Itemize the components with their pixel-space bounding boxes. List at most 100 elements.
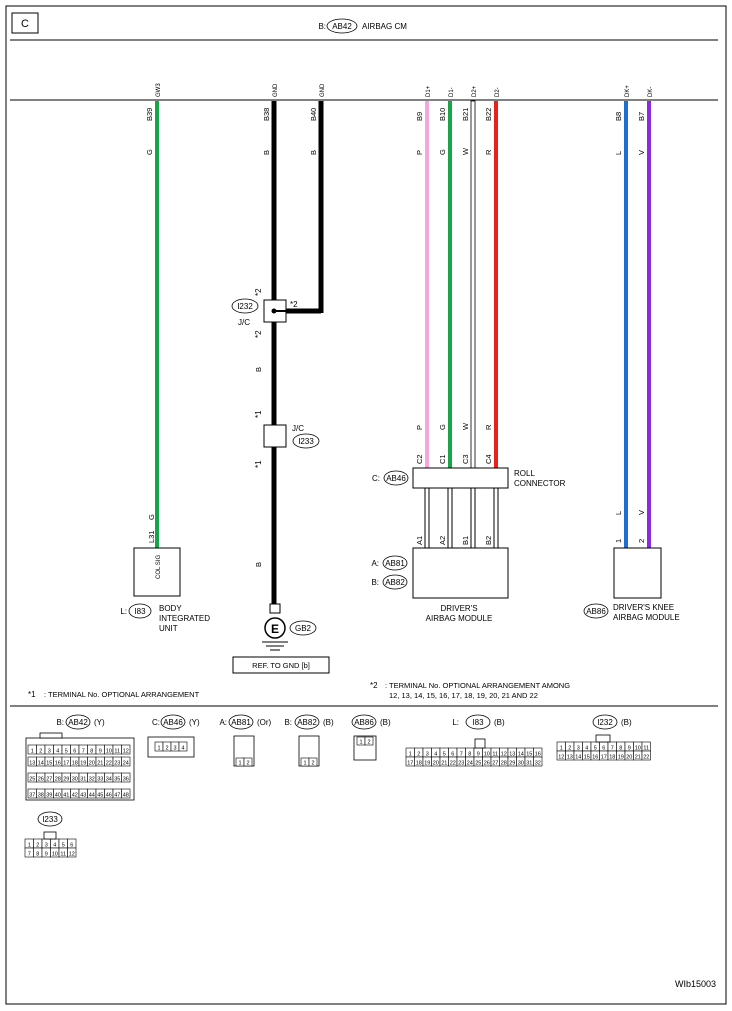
legend-i83-pin-number: 8: [468, 752, 471, 758]
legend-i232-pin-number: 10: [635, 746, 641, 752]
legend-i232-pin-number: 2: [568, 746, 571, 752]
jc-i233-box: [263, 424, 287, 448]
legend-i83-pin-number: 29: [509, 761, 515, 767]
legend-i233-pin-cell: [67, 847, 77, 858]
legend-i83-pin-number: 4: [434, 752, 437, 758]
legend-i232-color: (B): [621, 718, 632, 727]
legend-ab42-pin-cell: [121, 788, 131, 799]
wire-terminal-label: D1+: [426, 85, 432, 97]
legend-i83-pin-number: 13: [509, 752, 515, 758]
outer-frame: [5, 5, 727, 1005]
legend-ab42-pin-number: 10: [106, 749, 112, 755]
wire-pin-label: B21: [461, 108, 470, 121]
legend-i233-pin-number: 1: [28, 843, 31, 849]
legend-ab42-pin-number: 46: [106, 793, 112, 799]
legend-i232-pin-number: 19: [618, 755, 624, 761]
legend-i233-pin-number: 7: [28, 852, 31, 858]
legend-ab81-color: (Or): [257, 718, 272, 727]
body-unit-i83-oval: [128, 603, 152, 619]
legend-i232-pin-number: 14: [575, 755, 581, 761]
legend-ab42-pin-number: 33: [97, 777, 103, 783]
legend-ab82: AB82: [297, 718, 317, 727]
legend-i232-pin-number: 17: [601, 755, 607, 761]
legend-ab42-pin-number: 48: [123, 793, 129, 799]
legend-ab42-pin-number: 34: [106, 777, 112, 783]
legend-i232-pin-number: 18: [609, 755, 615, 761]
roll-top-pin: C3: [461, 454, 470, 464]
section-box: [11, 12, 39, 34]
legend-i83-pin-number: 15: [526, 752, 532, 758]
driver-airbag-ab82: AB82: [385, 578, 405, 587]
jc-i232-mark-top: *2: [254, 288, 263, 296]
header-connector: AB42: [332, 22, 352, 31]
body-unit-box-label: COL SIG: [156, 555, 162, 579]
note2-text: 12, 13, 14, 15, 16, 17, 18, 19, 20, 21 A…: [389, 691, 538, 700]
wire-pin-label: B38: [262, 108, 271, 121]
legend-ab46-oval: [160, 714, 186, 730]
legend-ab42-pin-number: 35: [114, 777, 120, 783]
section-label: C: [21, 18, 29, 30]
legend-i83-prefix: L:: [452, 718, 459, 727]
footer-code: WIb15003: [675, 979, 716, 989]
wire-color-label: B: [309, 150, 318, 155]
note2-mark: *2: [370, 681, 378, 690]
legend-ab82-pin-cell: [308, 757, 318, 767]
legend-ab42-pin-number: 47: [114, 793, 120, 799]
roll-connector-prefix: C:: [372, 474, 380, 483]
legend-ab81-pin-number: 1: [238, 761, 241, 767]
legend-i83-pin-cell: [533, 756, 543, 767]
wire-color-label: L: [614, 151, 623, 155]
legend-i232-pin-number: 20: [626, 755, 632, 761]
legend-ab81-pin-number: 2: [246, 761, 249, 767]
legend-ab42-pin-number: 15: [46, 761, 52, 767]
legend-ab42-pin-number: 39: [46, 793, 52, 799]
legend-ab82-pin-number: 1: [303, 761, 306, 767]
legend-ab86-pin-number: 1: [359, 740, 362, 746]
legend-ab82-oval: [294, 714, 320, 730]
legend-i232-pin-number: 11: [643, 746, 649, 752]
legend-ab42-pin-number: 1: [31, 749, 34, 755]
legend-ab42-pin-number: 23: [114, 761, 120, 767]
driver-airbag-prefix-a: A:: [371, 559, 379, 568]
legend-i232-pin-number: 1: [560, 746, 563, 752]
legend-ab42-pin-number: 36: [123, 777, 129, 783]
note2-text: : TERMINAL No. OPTIONAL ARRANGEMENT AMON…: [385, 681, 570, 690]
wire-terminal-label: D1-: [449, 87, 455, 97]
legend-ab42-latch: [39, 732, 63, 739]
header-title: AIRBAG CM: [362, 22, 407, 31]
legend-i232-pin-number: 6: [602, 746, 605, 752]
legend-i232-pin-cell: [641, 750, 651, 761]
roll-connector-ab46-oval: [383, 470, 409, 486]
legend-ab42-pin-number: 14: [38, 761, 44, 767]
legend-ab42-pin-number: 45: [97, 793, 103, 799]
legend-i232-pin-number: 16: [592, 755, 598, 761]
legend-ab42-pin-number: 18: [72, 761, 78, 767]
jc-i232-mark-side: *2: [290, 300, 298, 309]
legend-ab42-pin-number: 2: [39, 749, 42, 755]
legend-ab42-pin-cell: [121, 756, 131, 767]
roll-bottom-pin: A1: [415, 536, 424, 545]
legend-ab81-pin-cell: [243, 757, 253, 767]
legend-ab42-pin-number: 44: [89, 793, 95, 799]
legend-i233-pin-number: 11: [60, 852, 66, 858]
body-unit-i83: I83: [134, 607, 146, 616]
legend-ab42-pin-number: 31: [80, 777, 86, 783]
wire-pin-label: B10: [438, 108, 447, 121]
knee-airbag-name: DRIVER'S KNEE: [613, 603, 674, 612]
legend-i83-pin-number: 31: [526, 761, 532, 767]
knee-airbag-ab86-oval: [583, 603, 609, 619]
legend-ab42-pin-number: 28: [55, 777, 61, 783]
note1-text: : TERMINAL No. OPTIONAL ARRANGEMENT: [44, 690, 200, 699]
legend-ab46-pin-cell: [178, 741, 188, 752]
driver-airbag-ab81-oval: [382, 555, 408, 571]
legend-ab46-prefix: C:: [152, 718, 160, 727]
legend-i233-pin-number: 9: [45, 852, 48, 858]
wire-pin-label: B7: [637, 112, 646, 121]
wire-color-label: B: [262, 150, 271, 155]
legend-i233-pin-number: 8: [36, 852, 39, 858]
wire-terminal-label: DK+: [625, 85, 631, 97]
roll-connector-name: ROLL: [514, 469, 535, 478]
legend-i83-pin-number: 32: [535, 761, 541, 767]
legend-ab42: AB42: [68, 718, 88, 727]
